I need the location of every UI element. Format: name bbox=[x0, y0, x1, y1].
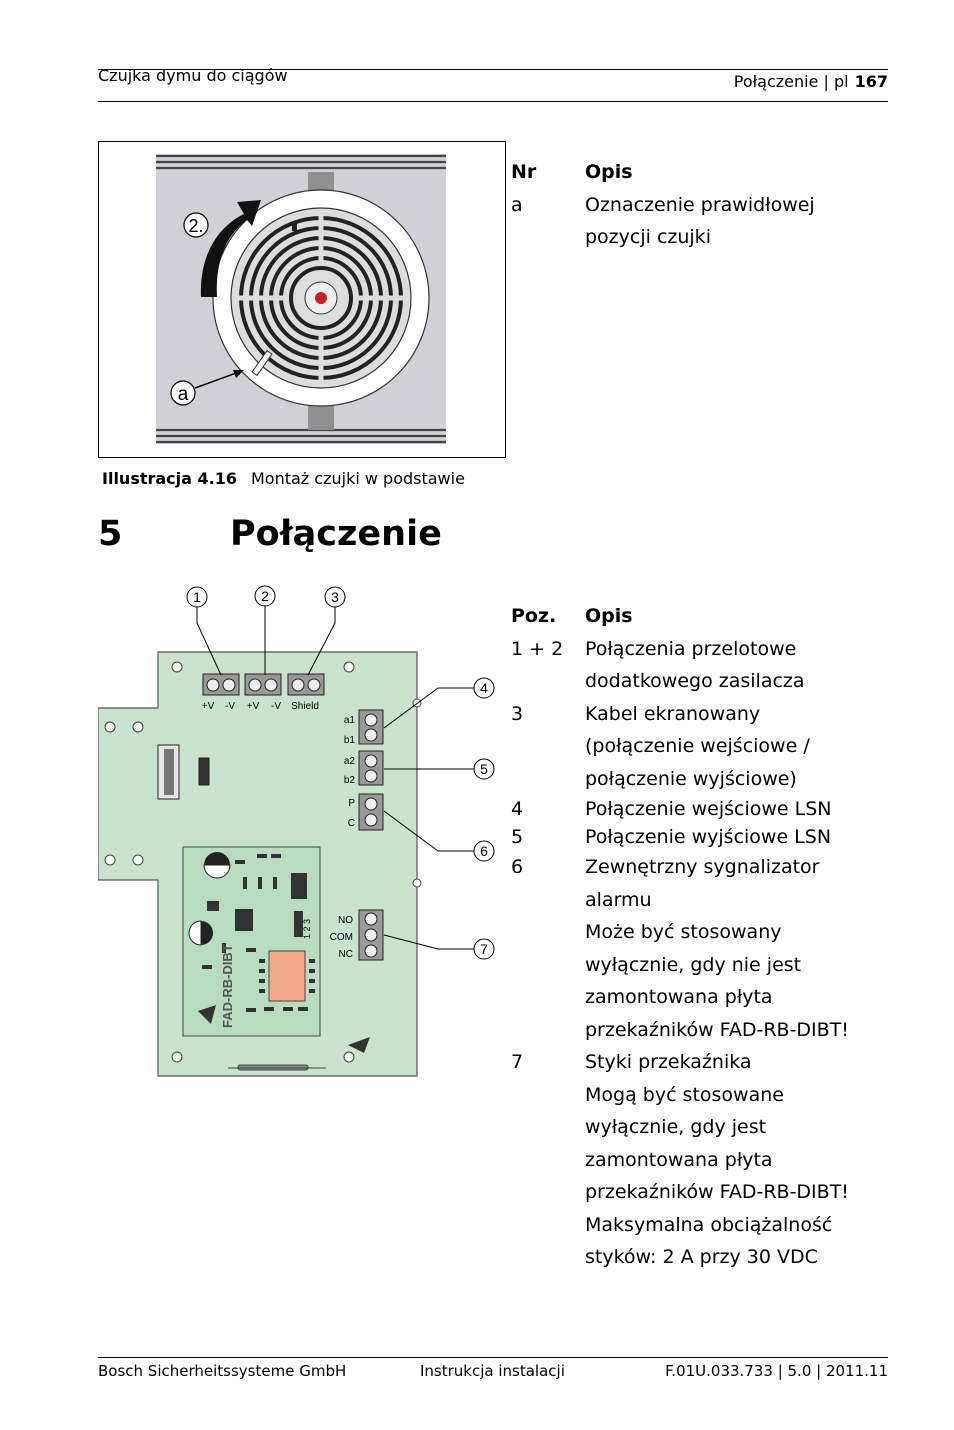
header-rule-bottom bbox=[98, 101, 888, 102]
callout-6: 6 bbox=[480, 843, 488, 859]
row-position: 7 bbox=[511, 1051, 524, 1073]
callout-2: 2 bbox=[261, 588, 269, 604]
side-label: a2 bbox=[344, 756, 356, 767]
relay-label: COM bbox=[330, 932, 353, 943]
footer-doc-type: Instrukcja instalacji bbox=[420, 1362, 565, 1380]
side-label: b2 bbox=[344, 775, 356, 786]
figure-caption: Illustracja 4.16 Montaż czujki w podstawi… bbox=[102, 469, 465, 488]
callout-a: a bbox=[178, 384, 189, 405]
footer-doc-ref: F.01U.033.733 | 5.0 | 2011.11 bbox=[665, 1362, 888, 1380]
terminal-label: -V bbox=[225, 701, 235, 712]
row-description: Zewnętrzny sygnalizator alarmu bbox=[585, 856, 820, 911]
row-description: Styki przekaźnika bbox=[585, 1051, 752, 1073]
row-position bbox=[511, 1209, 585, 1274]
caption-text: Montaż czujki w podstawie bbox=[250, 469, 465, 488]
table-row: Mogą być stosowane wyłącznie, gdy jest z… bbox=[511, 1079, 885, 1209]
callout-7: 7 bbox=[480, 941, 488, 957]
row-description: Kabel ekranowany (połączenie wejściowe /… bbox=[585, 702, 810, 790]
row-position: 3 bbox=[511, 702, 524, 725]
header-rule-top bbox=[98, 69, 888, 70]
terminal-label: -V bbox=[271, 701, 281, 712]
relay-label: NC bbox=[339, 949, 353, 960]
row-position bbox=[511, 916, 585, 1046]
table-header: Nr Opis bbox=[511, 156, 885, 189]
row-description: Połączenie wyjściowe LSN bbox=[585, 826, 832, 848]
row-position: 4 bbox=[511, 798, 524, 820]
row-description: Może być stosowany wyłącznie, gdy nie je… bbox=[585, 921, 849, 1041]
running-header-title: Czujka dymu do ciągów bbox=[98, 66, 288, 85]
terminal-label: +V bbox=[202, 701, 215, 712]
running-header-section: Połączenie | pl 167 bbox=[734, 72, 888, 91]
legend-table-1: Nr Opis a Oznaczenie prawidłowej pozycji… bbox=[511, 156, 885, 254]
row-position: 6 bbox=[511, 856, 524, 878]
row-position: 1 + 2 bbox=[511, 637, 564, 660]
row-description: Połączenia przelotowe dodatkowego zasila… bbox=[585, 637, 805, 693]
section-label: Połączenie | pl bbox=[733, 72, 849, 91]
col-header-nr: Nr bbox=[511, 161, 537, 183]
side-label: C bbox=[348, 818, 355, 829]
table-row: 7 Styki przekaźnika bbox=[511, 1046, 885, 1079]
connection-board-illustration: +V -V +V -V Shield 1 2 3 bbox=[97, 585, 495, 1077]
chapter-heading: 5 Połączenie bbox=[98, 514, 442, 554]
callout-3: 3 bbox=[331, 589, 339, 605]
col-header-opis: Opis bbox=[585, 605, 633, 627]
terminal-label: +V bbox=[247, 701, 260, 712]
page-number: 167 bbox=[854, 72, 888, 91]
callout-5: 5 bbox=[480, 761, 488, 777]
footer-company: Bosch Sicherheitssysteme GmbH bbox=[98, 1362, 347, 1380]
side-label: a1 bbox=[344, 715, 356, 726]
table-row: 1 + 2 Połączenia przelotowe dodatkowego z… bbox=[511, 633, 885, 698]
figure-detector-mounting: 2. a bbox=[98, 141, 506, 458]
callout-1: 1 bbox=[193, 589, 201, 605]
terminal-label: Shield bbox=[291, 701, 319, 712]
table-row: Maksymalna obciążalność styków: 2 A przy… bbox=[511, 1209, 885, 1274]
table-row: 3 Kabel ekranowany (połączenie wejściowe … bbox=[511, 698, 885, 796]
legend-table-2: Poz. Opis 1 + 2 Połączenia przelotowe dod… bbox=[511, 600, 885, 1274]
row-description: Mogą być stosowane wyłącznie, gdy jest z… bbox=[585, 1083, 849, 1204]
detector-mounting-illustration: 2. a bbox=[156, 154, 446, 444]
row-description: Oznaczenie prawidłowej pozycji czujki bbox=[585, 193, 815, 249]
side-label: b1 bbox=[344, 735, 356, 746]
table-row: Może być stosowany wyłącznie, gdy nie je… bbox=[511, 916, 885, 1046]
row-number: a bbox=[511, 193, 523, 216]
side-label: P bbox=[348, 798, 355, 809]
table-row: 4 Połączenie wejściowe LSN bbox=[511, 795, 885, 823]
table-header: Poz. Opis bbox=[511, 600, 885, 633]
row-description: Maksymalna obciążalność styków: 2 A przy… bbox=[585, 1213, 833, 1269]
callout-2: 2. bbox=[188, 216, 203, 236]
col-header-poz: Poz. bbox=[511, 605, 557, 627]
chapter-title: Połączenie bbox=[230, 514, 442, 554]
jumper-digits: 1 2 3 bbox=[302, 919, 312, 939]
footer-rule bbox=[98, 1357, 888, 1358]
table-row: a Oznaczenie prawidłowej pozycji czujki bbox=[511, 189, 885, 254]
callout-4: 4 bbox=[480, 680, 488, 696]
row-description: Połączenie wejściowe LSN bbox=[585, 798, 832, 820]
relay-board-name: FAD-RB-DIBT bbox=[220, 944, 235, 1028]
caption-label: Illustracja 4.16 bbox=[102, 469, 237, 488]
chapter-number: 5 bbox=[98, 514, 123, 554]
row-position: 5 bbox=[511, 826, 524, 848]
table-row: 6 Zewnętrzny sygnalizator alarmu bbox=[511, 851, 885, 916]
relay-label: NO bbox=[338, 915, 353, 926]
table-row: 5 Połączenie wyjściowe LSN bbox=[511, 823, 885, 851]
col-header-opis: Opis bbox=[585, 161, 633, 183]
row-position bbox=[511, 1079, 585, 1209]
figure-connection-board: +V -V +V -V Shield 1 2 3 bbox=[97, 583, 500, 1083]
